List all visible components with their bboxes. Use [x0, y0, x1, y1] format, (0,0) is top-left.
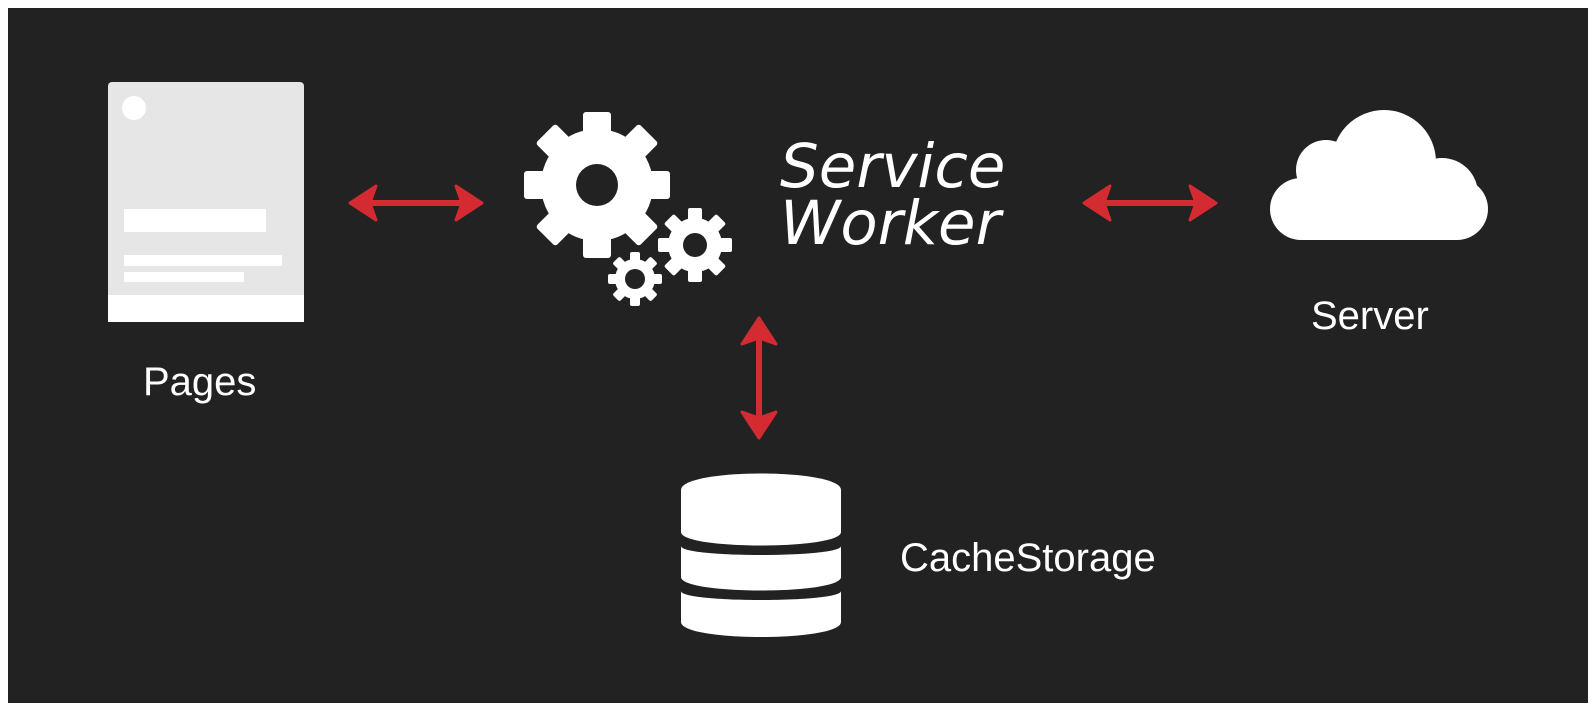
service-worker-title-line2: Worker: [780, 188, 1001, 259]
pages-label: Pages: [143, 360, 257, 404]
arrow-service-worker-server: [1082, 184, 1218, 222]
database-icon: [681, 473, 841, 637]
server-label: Server: [1311, 294, 1429, 338]
service-worker-title: Service Worker: [780, 131, 1006, 259]
page-icon: [108, 82, 304, 322]
arrow-pages-service-worker: [348, 184, 484, 222]
cachestorage-label: CacheStorage: [900, 536, 1156, 580]
cloud-icon: [1270, 110, 1488, 240]
arrow-service-worker-cache: [740, 316, 778, 440]
gears-icon: [524, 112, 732, 306]
service-worker-title-line1: Service: [780, 131, 1006, 202]
